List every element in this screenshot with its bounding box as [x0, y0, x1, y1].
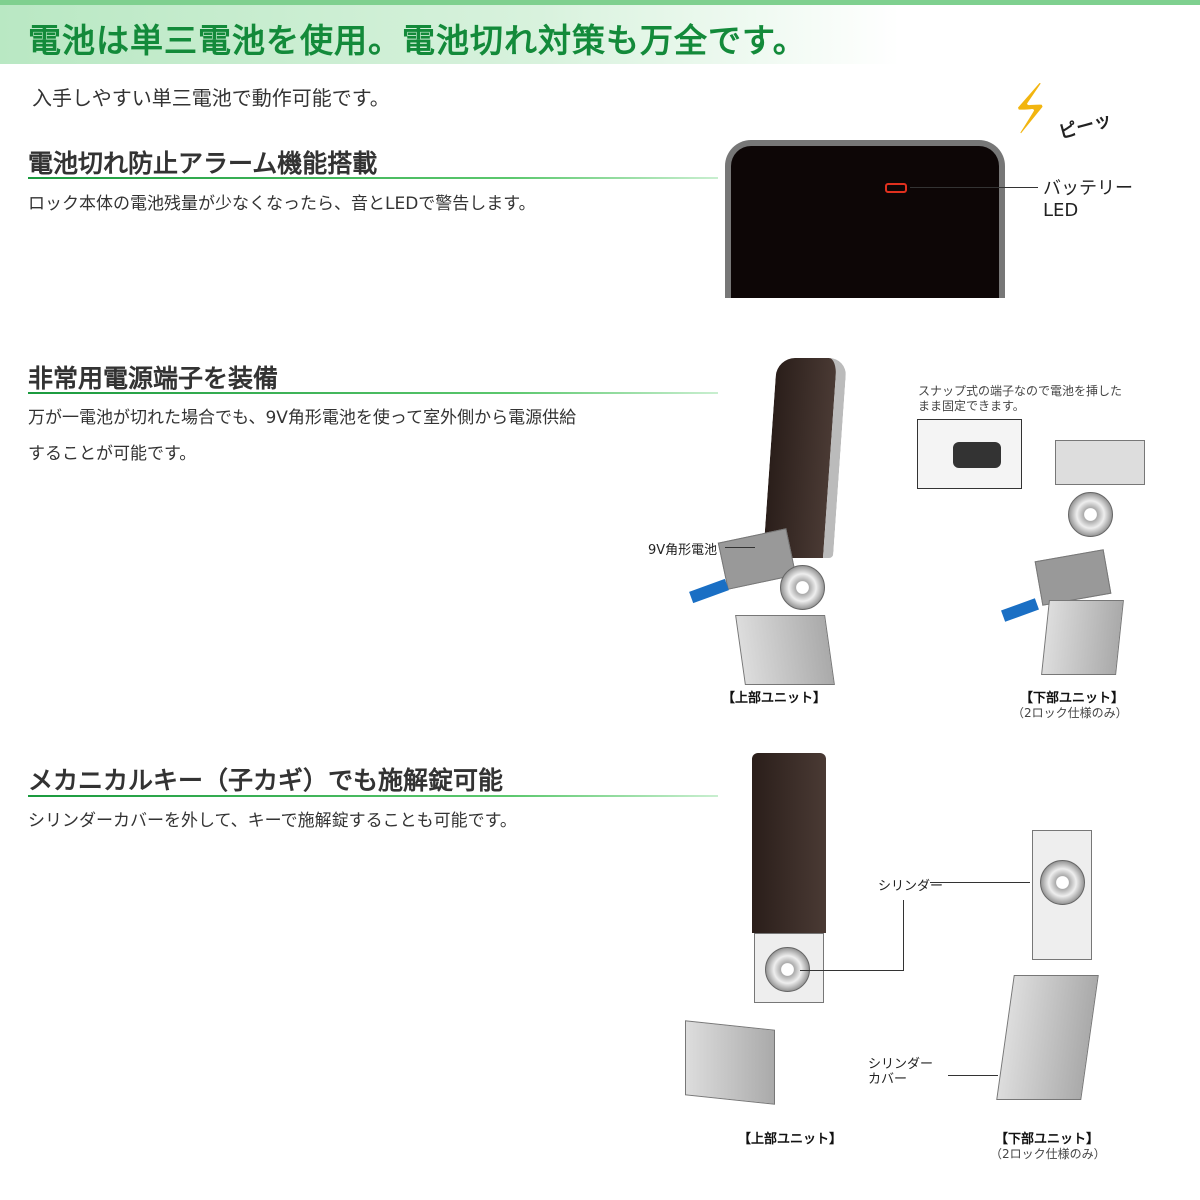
cylinder [1040, 860, 1085, 905]
lower-unit-note: （2ロック仕様のみ） [990, 1147, 1106, 1161]
cylinder [1068, 492, 1113, 537]
terminal-closeup [917, 419, 1022, 489]
cylinder-label: シリンダー [878, 879, 944, 894]
section-body-line2: することが可能です。 [28, 444, 197, 464]
section-body-alarm: ロック本体の電池残量が少なくなったら、音とLEDで警告します。 [28, 194, 536, 214]
header-banner [0, 0, 1200, 64]
lock-panel-image [725, 140, 1005, 298]
arrow-icon [689, 578, 729, 604]
lower-unit-note: （2ロック仕様のみ） [1012, 706, 1128, 720]
leader-line [930, 882, 1030, 883]
leader-line [903, 900, 904, 970]
divider [28, 177, 718, 179]
page-title: 電池は単三電池を使用。電池切れ対策も万全です。 [28, 21, 807, 60]
upper-unit-caption: 【上部ユニット】 [722, 691, 827, 706]
divider [28, 795, 718, 797]
battery-label: 9V角形電池 [648, 543, 718, 558]
cylinder-cover [996, 975, 1099, 1100]
section-heading-mechanical-key: メカニカルキー（子カギ）でも施解錠可能 [28, 766, 504, 795]
lead-text: 入手しやすい単三電池で動作可能です。 [32, 86, 390, 110]
snap-note-line2: まま固定できます。 [918, 399, 1025, 413]
arrow-icon [1001, 598, 1039, 622]
upper-unit-device [763, 358, 847, 558]
section-body-key: シリンダーカバーを外して、キーで施解錠することも可能です。 [28, 811, 517, 831]
lower-unit-caption: 【下部ユニット】 [995, 1132, 1100, 1147]
led-label-line2: LED [1043, 200, 1079, 221]
cylinder [780, 565, 825, 610]
leader-line [725, 547, 755, 548]
section-heading-alarm: 電池切れ防止アラーム機能搭載 [28, 149, 378, 178]
beep-label: ピーッ [1056, 109, 1115, 144]
divider [28, 392, 718, 394]
leader-line [948, 1075, 998, 1076]
upper-unit-caption: 【上部ユニット】 [738, 1132, 843, 1147]
snap-note-line1: スナップ式の端子なので電池を挿した [918, 384, 1123, 398]
battery-led [885, 183, 907, 193]
cylinder-cover [1041, 600, 1124, 675]
9v-battery [1034, 549, 1112, 606]
led-label-line1: バッテリー [1043, 178, 1133, 199]
lower-unit-top [1055, 440, 1145, 485]
section-body-line1: 万が一電池が切れた場合でも、9V角形電池を使って室外側から電源供給 [28, 408, 577, 428]
leader-line [910, 187, 1038, 188]
lower-unit-caption: 【下部ユニット】 [1020, 691, 1125, 706]
cylinder-cover-label: シリンダーカバー [868, 1057, 933, 1087]
lightning-icon: ⚡ [1001, 70, 1061, 150]
section-heading-emergency-power: 非常用電源端子を装備 [28, 364, 279, 393]
leader-line [800, 970, 904, 971]
upper-unit-device [752, 753, 826, 933]
cover-label-line2: カバー [868, 1072, 908, 1087]
cylinder-cover [685, 1020, 775, 1105]
cylinder [765, 947, 810, 992]
cylinder-cover [735, 615, 835, 685]
cover-label-line1: シリンダー [868, 1057, 934, 1072]
